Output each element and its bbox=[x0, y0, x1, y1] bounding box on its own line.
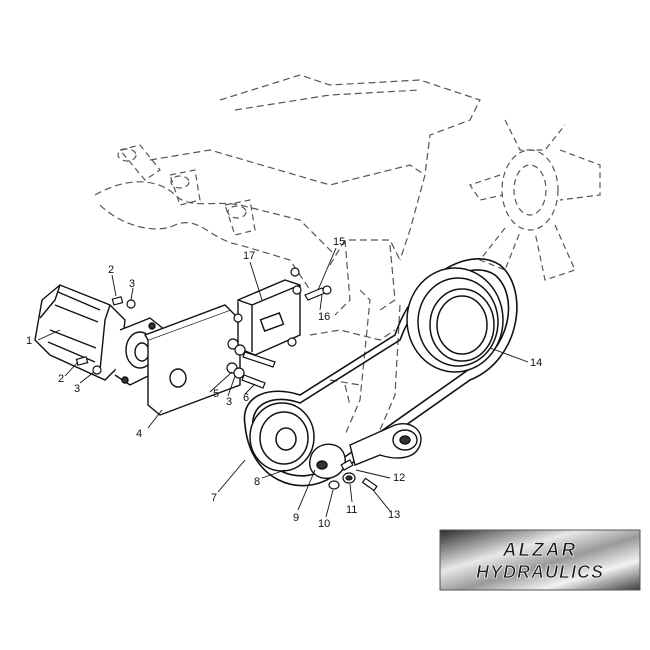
part-label-3-bottom: 3 bbox=[74, 383, 80, 395]
cam-plate bbox=[309, 443, 346, 479]
part-labels: 1 2 3 2 3 4 5 3 6 7 8 9 10 11 12 13 14 1… bbox=[26, 236, 542, 530]
tensioner-arm bbox=[349, 423, 422, 466]
drive-belt bbox=[243, 258, 518, 487]
logo-line-1: ALZAR bbox=[502, 540, 577, 561]
part-label-10: 10 bbox=[318, 518, 330, 530]
hydraulic-pump bbox=[34, 284, 166, 386]
part-label-1: 1 bbox=[26, 335, 32, 347]
alzar-hydraulics-logo: ALZAR HYDRAULICS bbox=[439, 529, 641, 591]
part-label-2-top: 2 bbox=[108, 264, 114, 276]
leader-lines bbox=[37, 247, 529, 518]
fasteners bbox=[75, 267, 332, 389]
part-label-12: 12 bbox=[393, 472, 405, 484]
part-label-9: 9 bbox=[293, 512, 299, 524]
part-label-3-middle: 3 bbox=[226, 396, 232, 408]
mounting-plate bbox=[143, 304, 241, 416]
small-hardware bbox=[328, 459, 378, 492]
upper-bracket bbox=[237, 279, 301, 356]
part-label-6: 6 bbox=[243, 392, 249, 404]
part-label-2-bottom: 2 bbox=[58, 373, 64, 385]
fan-outline bbox=[469, 119, 601, 281]
small-pulley bbox=[249, 402, 315, 472]
crank-pulley bbox=[406, 267, 504, 373]
part-label-11: 11 bbox=[346, 504, 357, 516]
part-label-14: 14 bbox=[530, 357, 542, 369]
part-label-16: 16 bbox=[318, 311, 330, 323]
part-label-13: 13 bbox=[388, 509, 400, 521]
logo-line-2: HYDRAULICS bbox=[476, 562, 604, 582]
part-label-17: 17 bbox=[243, 250, 255, 262]
part-label-3-top: 3 bbox=[129, 278, 135, 290]
part-label-5: 5 bbox=[213, 388, 219, 400]
part-label-8: 8 bbox=[254, 476, 260, 488]
intake-tubes bbox=[117, 144, 256, 236]
part-label-4: 4 bbox=[136, 428, 142, 440]
part-label-15: 15 bbox=[333, 236, 345, 248]
part-label-7: 7 bbox=[211, 492, 217, 504]
